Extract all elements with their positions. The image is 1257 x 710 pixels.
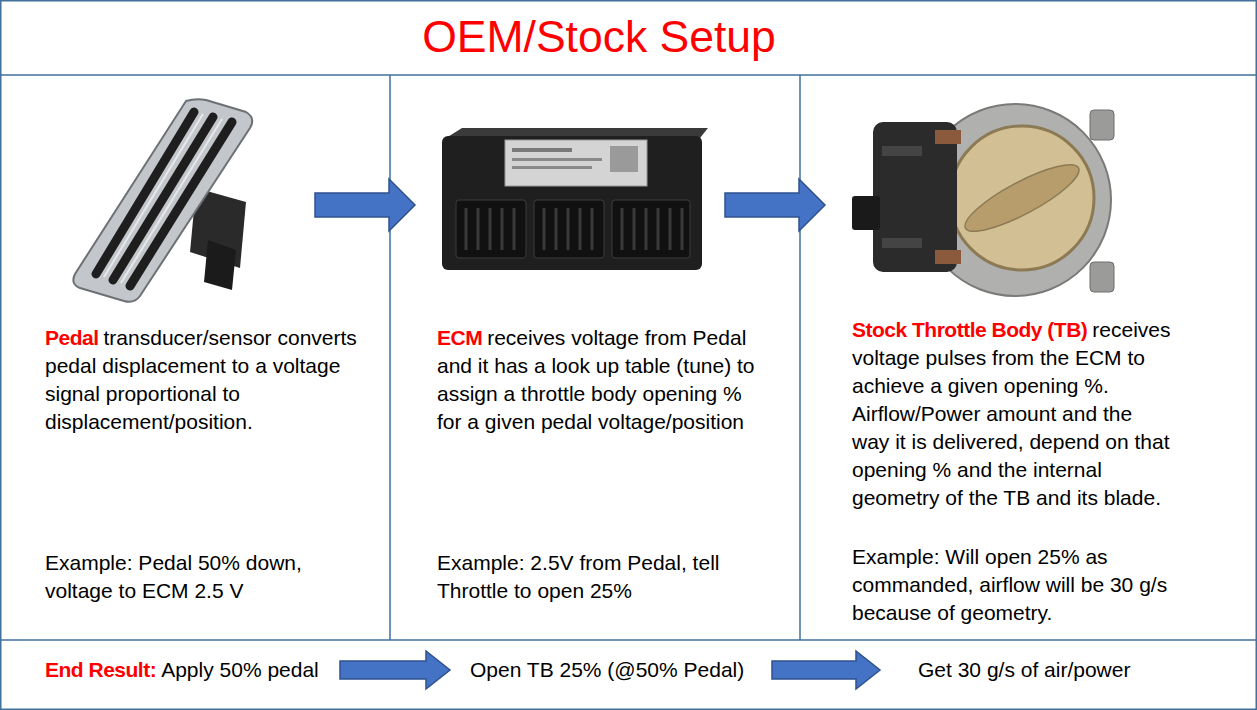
ecm-pins (466, 208, 682, 250)
body-text: receives voltage from Pedal and it has a… (437, 326, 755, 433)
panel-cell: Pedaltransducer/sensor converts pedal di… (0, 75, 390, 640)
heading-text: Stock Throttle Body (TB) (852, 318, 1087, 341)
ecm-label (505, 140, 647, 186)
tb-bore (950, 126, 1094, 270)
flow-arrow (725, 179, 825, 231)
tb-rib (882, 238, 922, 248)
pedal-rib (113, 117, 213, 280)
text-block: End Result:Apply 50% pedal (45, 650, 340, 690)
tb-blade (958, 154, 1086, 242)
result-text: Open TB 25% (@50% Pedal) (470, 658, 744, 681)
result-rule (0, 639, 1257, 641)
tb-mount-ear (1090, 262, 1114, 292)
text-block: Open TB 25% (@50% Pedal) (470, 650, 770, 690)
pedal-rib (130, 122, 232, 286)
example-text: Example: 2.5V from Pedal, tell Throttle … (437, 551, 719, 602)
heading-text: Pedal (45, 326, 99, 349)
example-text: Example: Will open 25% as commanded, air… (852, 545, 1167, 624)
ecm-label-line (512, 166, 592, 169)
text-block: Get 30 g/s of air/power (918, 650, 1180, 690)
title-rule (0, 74, 1257, 76)
diagram-title: OEM/Stock Setup (0, 10, 1198, 64)
panel-cell: Stock Throttle Body (TB)receives voltage… (800, 75, 1257, 640)
pedal-pad (73, 99, 252, 302)
text-block: Example: Pedal 50% down, voltage to ECM … (45, 549, 335, 605)
pedal-highlight (104, 114, 203, 277)
heading-text: ECM (437, 326, 482, 349)
text-block: Example: Will open 25% as commanded, air… (852, 543, 1173, 627)
result-step: Open TB 25% (@50% Pedal) (450, 650, 772, 690)
column-divider (389, 75, 391, 640)
ecm-housing (442, 136, 702, 270)
column-divider (799, 75, 801, 640)
text-block: Pedaltransducer/sensor converts pedal di… (45, 324, 375, 436)
pedal-rib (96, 112, 194, 274)
result-text: Get 30 g/s of air/power (918, 658, 1130, 681)
ecm-label-line (512, 158, 602, 161)
body-text: receives voltage pulses from the ECM to … (852, 318, 1171, 509)
text-block: Example: 2.5V from Pedal, tell Throttle … (437, 549, 763, 605)
result-step: End Result:Apply 50% pedal (40, 650, 340, 690)
ecm-connector (612, 200, 690, 258)
flow-arrow (315, 179, 415, 231)
example-text: Example: Pedal 50% down, voltage to ECM … (45, 551, 302, 602)
ecm-label-line (512, 148, 572, 152)
result-step: Get 30 g/s of air/power (880, 650, 1180, 690)
tb-pad (935, 130, 961, 144)
pedal-mount (204, 240, 236, 290)
text-block: Stock Throttle Body (TB)receives voltage… (852, 316, 1173, 512)
heading-text: End Result: (45, 658, 156, 681)
tb-connector (852, 196, 880, 230)
flow-arrow (772, 651, 880, 689)
pedal-illustration (73, 99, 252, 302)
tb-rib (882, 146, 922, 156)
flow-arrow (340, 651, 450, 689)
tb-actuator (873, 122, 957, 272)
tb-mount-ear (1090, 110, 1114, 140)
body-text: Apply 50% pedal (161, 658, 319, 681)
tb-pad (935, 250, 961, 264)
pedal-highlight (121, 119, 222, 283)
ecm-barcode (610, 146, 638, 172)
panel-cell: ECMreceives voltage from Pedal and it ha… (390, 75, 800, 640)
throttle-body-illustration (852, 104, 1114, 296)
ecm-illustration (442, 128, 708, 270)
text-block: ECMreceives voltage from Pedal and it ha… (437, 324, 763, 436)
